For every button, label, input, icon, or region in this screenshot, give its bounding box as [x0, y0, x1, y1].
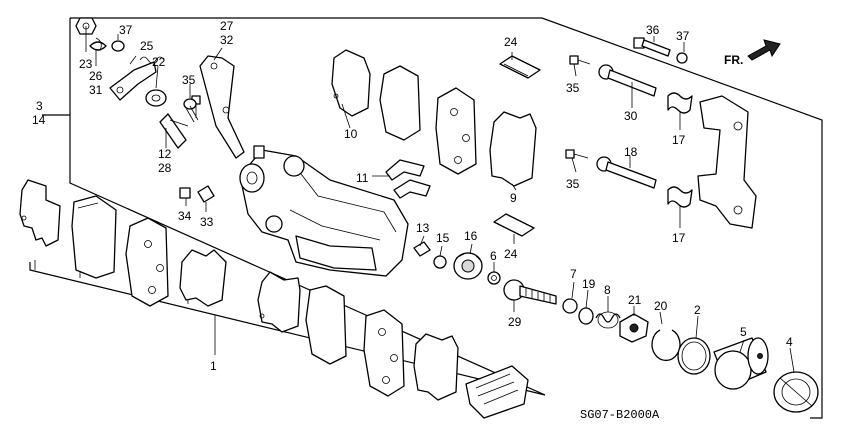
label-33: 33: [200, 215, 214, 229]
shim-lower-4: [413, 333, 459, 401]
shim-lower-1: [19, 179, 61, 247]
slide-pin-30: [598, 64, 657, 97]
label-20: 20: [654, 299, 668, 313]
front-label: FR.: [724, 53, 743, 67]
label-10: 10: [344, 127, 358, 141]
label-12: 12: [158, 147, 172, 161]
label-23: 23: [79, 57, 93, 71]
boot-17-lower: [667, 186, 693, 208]
label-35-left: 35: [182, 73, 196, 87]
label-16: 16: [464, 229, 478, 243]
label-37-right: 37: [676, 29, 690, 43]
pad-lower-1: [71, 195, 117, 279]
label-15: 15: [436, 231, 450, 245]
fitting-caliper-top: [253, 145, 265, 159]
pad-lower-2: [305, 285, 347, 365]
label-17-lower: 17: [672, 231, 686, 245]
spring-8: [595, 311, 621, 329]
ring-15: [433, 255, 447, 269]
label-22: 22: [152, 55, 166, 69]
snap-ring-20: [651, 329, 681, 362]
pad-clip-upper-24: [499, 55, 541, 79]
spindle-29: [503, 279, 557, 305]
front-direction-indicator: FR.: [724, 39, 781, 67]
diagram-code: SG07-B2000A: [580, 408, 660, 422]
shaft-12-28: [159, 98, 199, 149]
label-3: 3: [36, 99, 43, 113]
spring-26-31: [89, 37, 107, 51]
boot-4: [773, 371, 819, 413]
label-2: 2: [694, 303, 701, 317]
slide-pin-18: [596, 156, 657, 189]
pad-backing-lower-2: [363, 309, 405, 397]
label-8: 8: [604, 283, 611, 297]
shim-10: [331, 49, 371, 117]
label-34: 34: [178, 209, 192, 223]
pad-backing-lower-1: [125, 217, 169, 307]
grease-packet: [465, 365, 529, 419]
label-32: 32: [220, 33, 234, 47]
label-37-top: 37: [119, 23, 133, 37]
label-19: 19: [582, 277, 596, 291]
label-28: 28: [158, 161, 172, 175]
label-24-upper: 24: [504, 35, 518, 49]
pin-13: [413, 241, 431, 257]
boot-17-upper: [667, 92, 693, 114]
ring-19: [578, 307, 594, 325]
label-6: 6: [490, 249, 497, 263]
label-4: 4: [786, 335, 793, 349]
label-7: 7: [570, 267, 577, 281]
part-labels: 3 14 23 26 31 37 25 22 35 27 32 12 28 34…: [32, 19, 793, 373]
label-14: 14: [32, 113, 46, 127]
cable-bracket-27-32: [199, 55, 245, 159]
screw-35-upper: [569, 55, 591, 65]
pad-backing-upper: [435, 87, 477, 175]
label-21: 21: [628, 293, 642, 307]
washer-6: [487, 271, 501, 285]
lever-25: [109, 61, 157, 101]
leader-lines: [85, 26, 795, 373]
washer-37-top: [111, 40, 125, 52]
label-11: 11: [356, 171, 369, 185]
label-26: 26: [89, 69, 103, 83]
bleeder-33-34: [179, 185, 215, 203]
spring-25: [139, 56, 165, 64]
label-18: 18: [624, 145, 638, 159]
washer-7: [562, 298, 578, 314]
label-9: 9: [510, 191, 517, 205]
piston-5: [713, 337, 769, 390]
label-27: 27: [220, 19, 234, 33]
bearing-16: [453, 252, 483, 280]
label-35-upper: 35: [566, 81, 580, 95]
front-arrow-icon: [747, 39, 781, 61]
label-1: 1: [210, 359, 217, 373]
washer-22: [145, 89, 167, 107]
pad-upper-1: [379, 65, 421, 141]
label-5: 5: [740, 325, 747, 339]
shim-9: [489, 111, 537, 187]
washer-37-right: [676, 52, 688, 64]
bolt-36: [633, 37, 671, 57]
seal-2: [677, 337, 711, 375]
screw-35-lower: [565, 149, 589, 159]
adjuster-21: [619, 313, 649, 343]
label-17-upper: 17: [672, 133, 686, 147]
label-31: 31: [89, 83, 103, 97]
shim-lower-3: [257, 271, 301, 333]
caliper-body: [239, 149, 409, 277]
pad-clip-lower-24: [493, 213, 535, 237]
label-30: 30: [624, 109, 638, 123]
label-25: 25: [140, 39, 154, 53]
label-13: 13: [416, 221, 430, 235]
caliper-bracket: [697, 95, 757, 229]
shim-lower-2: [179, 249, 227, 307]
label-29: 29: [508, 315, 522, 329]
anti-rattle-spring-11: [385, 159, 431, 199]
label-36: 36: [646, 23, 660, 37]
label-24-lower: 24: [504, 247, 518, 261]
label-35-lower: 35: [566, 177, 580, 191]
